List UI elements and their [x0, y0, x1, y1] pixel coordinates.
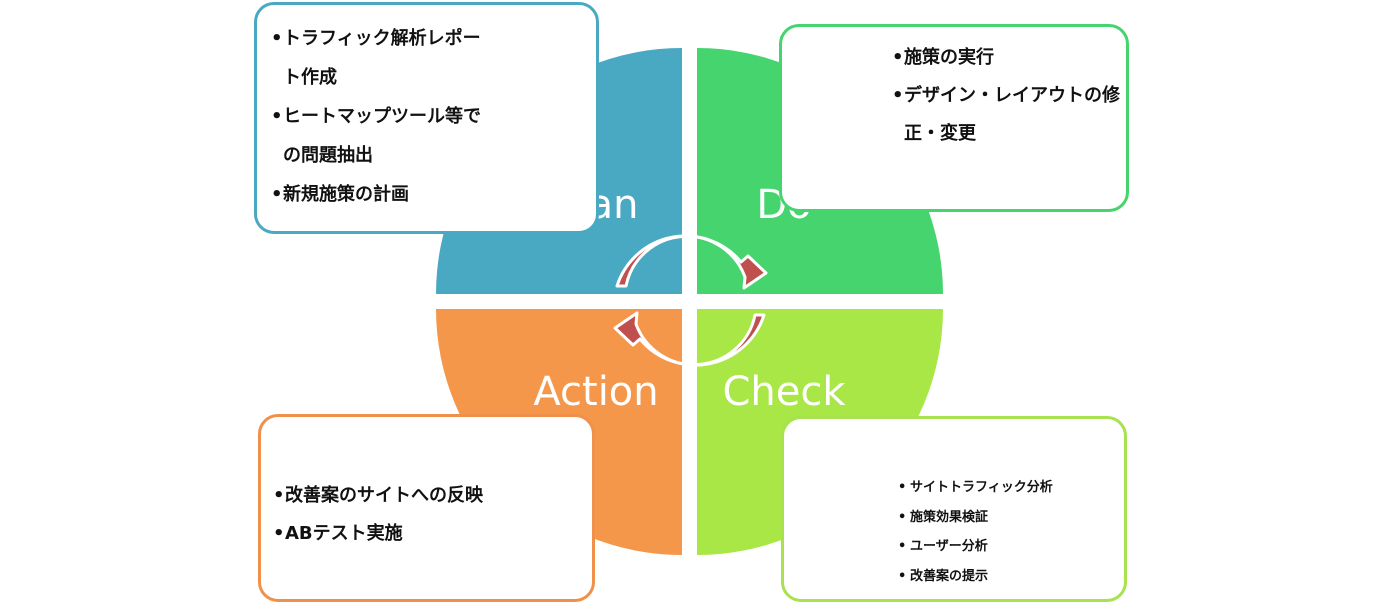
- action-label: Action: [533, 369, 658, 415]
- action-note-item: ABテスト実施: [273, 515, 485, 553]
- do-note: 施策の実行 デザイン・レイアウトの修正・変更: [779, 24, 1129, 212]
- check-note-item: 施策効果検証: [898, 503, 1110, 533]
- check-label: Check: [722, 369, 846, 415]
- plan-note-item: 新規施策の計画: [271, 175, 481, 214]
- check-note: サイトトラフィック分析 施策効果検証 ユーザー分析 改善案の提示: [781, 416, 1127, 602]
- action-note: 改善案のサイトへの反映 ABテスト実施: [258, 414, 595, 602]
- do-note-item: デザイン・レイアウトの修正・変更: [892, 77, 1129, 153]
- check-note-item: サイトトラフィック分析: [898, 473, 1110, 503]
- curved-arrow-icon: [613, 311, 766, 367]
- curved-arrow-icon: [615, 234, 768, 290]
- do-note-item: 施策の実行: [892, 39, 1129, 77]
- plan-note: トラフィック解析レポート作成 ヒートマップツール等での問題抽出 新規施策の計画: [254, 2, 599, 234]
- check-note-item: ユーザー分析: [898, 532, 1110, 562]
- plan-note-item: ヒートマップツール等での問題抽出: [271, 97, 481, 175]
- plan-note-item: トラフィック解析レポート作成: [271, 19, 481, 97]
- action-note-item: 改善案のサイトへの反映: [273, 477, 485, 515]
- check-note-item: 改善案の提示: [898, 562, 1110, 592]
